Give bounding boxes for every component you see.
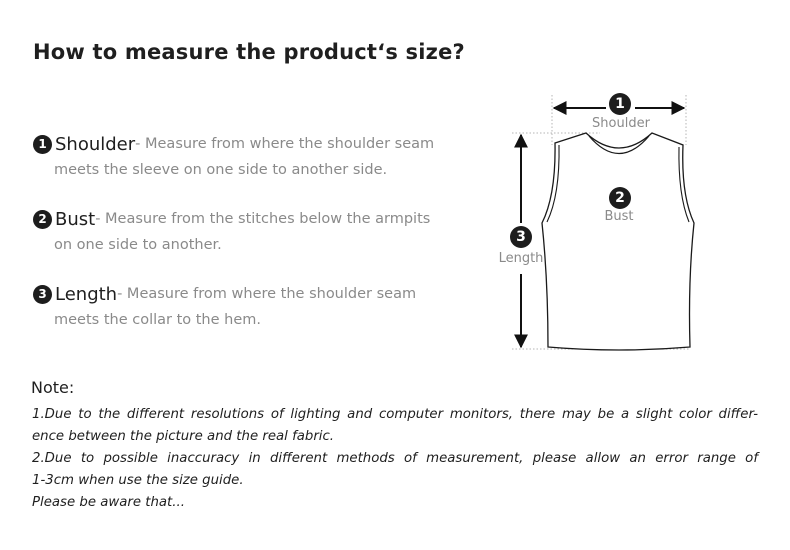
size-diagram: 1 Shoulder 2 Bust 3 Length — [490, 85, 720, 360]
measurement-description: - Measure from where the shoulder seam — [135, 136, 435, 152]
length-number-badge: 3 — [510, 226, 532, 248]
measurement-item-length: 3 Length - Measure from where the should… — [33, 280, 473, 328]
measurement-item-shoulder: 1 Shoulder - Measure from where the shou… — [33, 130, 473, 178]
note-line: ence between the picture and the real fa… — [32, 429, 335, 444]
note-line: 2.Due to possible inaccuracy in differen… — [32, 451, 758, 466]
note-line: 1-3cm when use the size guide. — [32, 473, 244, 488]
bust-number-badge: 2 — [609, 187, 631, 209]
measurement-description-continued: on one side to another. — [54, 237, 222, 253]
tank-top-garment-icon — [512, 95, 695, 351]
note-line: Please be aware that... — [32, 495, 185, 510]
page-title: How to measure the product‘s size? — [33, 40, 465, 64]
measurement-name: Length — [55, 283, 118, 305]
measurement-description: - Measure from where the shoulder seam — [117, 286, 417, 302]
shoulder-label: Shoulder — [592, 116, 650, 131]
measurement-item-bust: 2 Bust - Measure from the stitches below… — [33, 205, 473, 253]
bust-label: Bust — [604, 209, 634, 224]
measurement-description-continued: meets the collar to the hem. — [54, 312, 261, 328]
measurement-name: Shoulder — [55, 133, 136, 155]
number-badge: 1 — [33, 134, 52, 154]
shoulder-number-badge: 1 — [609, 93, 631, 115]
number-badge: 3 — [33, 284, 52, 304]
measurement-description: - Measure from the stitches below the ar… — [95, 211, 431, 227]
length-label: Length — [498, 251, 544, 266]
note-line: 1.Due to the different resolutions of li… — [32, 407, 758, 422]
number-badge: 2 — [33, 209, 52, 229]
measurement-description-continued: meets the sleeve on one side to another … — [54, 162, 388, 178]
measurement-name: Bust — [55, 208, 96, 230]
note-heading: Note: — [31, 378, 75, 397]
note-body: 1.Due to the different resolutions of li… — [32, 404, 758, 514]
